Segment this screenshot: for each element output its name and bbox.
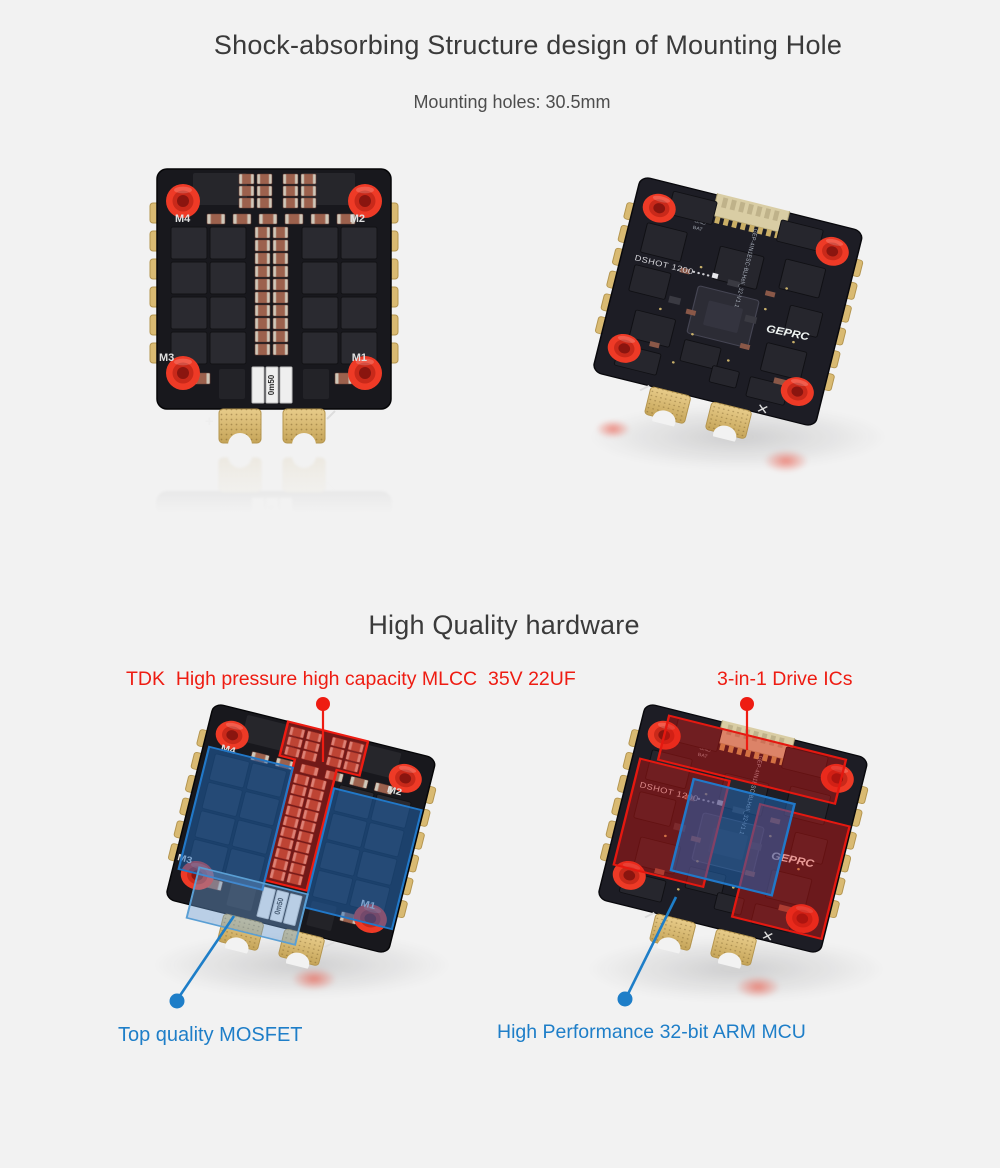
mlcc-callout-label: TDK High pressure high capacity MLCC 35V…: [126, 668, 576, 690]
mosfet-highlight-overlay-left: [177, 745, 295, 892]
mounting-holes-subtitle: Mounting holes: 30.5mm: [413, 92, 611, 112]
mlcc-highlight-overlay: [263, 720, 370, 892]
esc-board-front-photo: [149, 167, 399, 449]
drive-ics-highlight-top: [656, 714, 848, 806]
hardware-section-title: High Quality hardware: [368, 610, 640, 640]
shunt-highlight-overlay: [185, 866, 309, 946]
mosfet-highlight-overlay-right: [303, 787, 423, 931]
grommet-reflection: [764, 450, 808, 472]
esc-board-back-highlighted-photo: [581, 699, 876, 988]
grommet-reflection: [736, 976, 780, 998]
mcu-callout-label: High Performance 32-bit ARM MCU: [497, 1021, 806, 1043]
mcu-highlight-overlay: [669, 777, 797, 897]
grommet-reflection: [292, 968, 336, 990]
mosfet-callout-label: Top quality MOSFET: [118, 1024, 303, 1046]
reflection-fade: [145, 450, 403, 522]
grommet-reflection: [596, 420, 630, 438]
esc-board-front-highlighted-photo: [149, 699, 444, 988]
drive-ics-callout-label: 3-in-1 Drive ICs: [717, 668, 853, 690]
mounting-section-title: Shock-absorbing Structure design of Moun…: [213, 30, 843, 60]
